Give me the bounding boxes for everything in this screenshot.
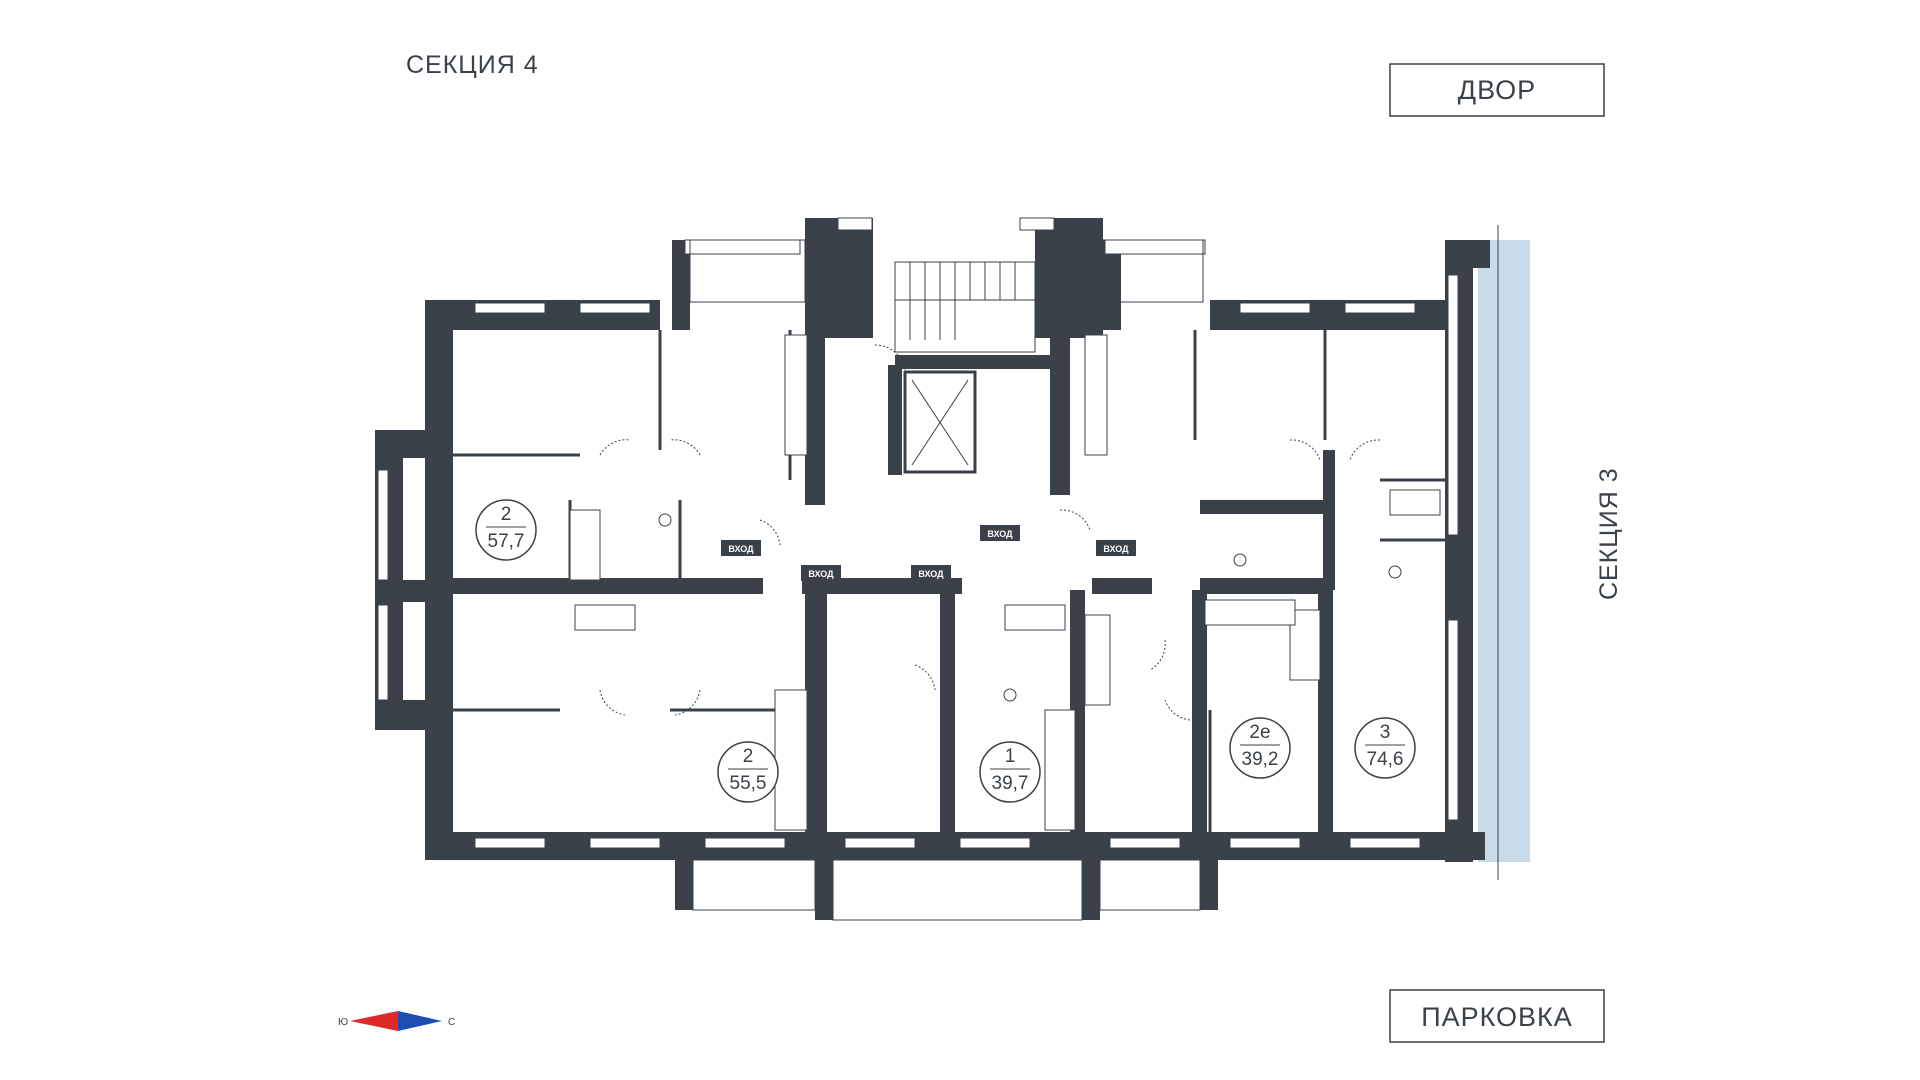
door-swings xyxy=(599,344,1381,721)
parking-label: ПАРКОВКА xyxy=(1421,1002,1573,1032)
apartment-badge[interactable]: 2е 39,2 xyxy=(1229,717,1291,779)
bathroom-fixtures xyxy=(569,489,1441,706)
entry-tag-label: ВХОД xyxy=(918,569,944,579)
apartment-rooms: 2е xyxy=(1249,722,1270,743)
entry-tag[interactable]: ВХОД xyxy=(911,565,951,581)
apartment-rooms: 2 xyxy=(501,504,512,525)
elevator xyxy=(903,370,977,474)
compass-north-needle xyxy=(398,1011,442,1031)
entry-tag[interactable]: ВХОД xyxy=(980,525,1020,541)
parking-box: ПАРКОВКА xyxy=(1389,989,1605,1043)
apartment-area: 74,6 xyxy=(1367,749,1404,770)
entry-tag-label: ВХОД xyxy=(808,569,834,579)
apartment-badge[interactable]: 2 55,5 xyxy=(717,741,779,803)
neighbor-section-strip xyxy=(1478,240,1530,862)
apartment-badge[interactable]: 1 39,7 xyxy=(979,741,1041,803)
apartment-rooms: 3 xyxy=(1380,722,1391,743)
compass: Ю С xyxy=(338,1011,455,1031)
yard-box: ДВОР xyxy=(1389,63,1605,117)
apartment-badge[interactable]: 3 74,6 xyxy=(1354,717,1416,779)
apartment-area: 39,7 xyxy=(992,773,1029,794)
balconies xyxy=(689,239,1204,921)
compass-south-label: Ю xyxy=(338,1017,348,1028)
apartment-area: 39,2 xyxy=(1242,749,1279,770)
compass-north-label: С xyxy=(448,1017,455,1028)
apartment-rooms: 2 xyxy=(743,746,754,767)
compass-south-needle xyxy=(350,1011,398,1031)
entry-tag-label: ВХОД xyxy=(728,544,754,554)
section-4-heading: СЕКЦИЯ 4 xyxy=(406,51,539,79)
entry-tag-label: ВХОД xyxy=(987,529,1013,539)
apartment-area: 55,5 xyxy=(730,773,767,794)
apartment-area: 57,7 xyxy=(488,531,525,552)
section-3-heading: СЕКЦИЯ 3 xyxy=(1595,467,1623,600)
apartment-rooms: 1 xyxy=(1005,746,1016,767)
kitchen-fixtures xyxy=(774,334,1321,831)
apartment-badge[interactable]: 2 57,7 xyxy=(475,499,537,561)
entry-tag[interactable]: ВХОД xyxy=(1096,540,1136,556)
entry-tag[interactable]: ВХОД xyxy=(801,565,841,581)
yard-label: ДВОР xyxy=(1458,75,1536,105)
entry-tag[interactable]: ВХОД xyxy=(721,540,761,556)
entry-tag-label: ВХОД xyxy=(1103,544,1129,554)
windows xyxy=(377,217,1459,849)
stairwell xyxy=(894,261,1036,353)
